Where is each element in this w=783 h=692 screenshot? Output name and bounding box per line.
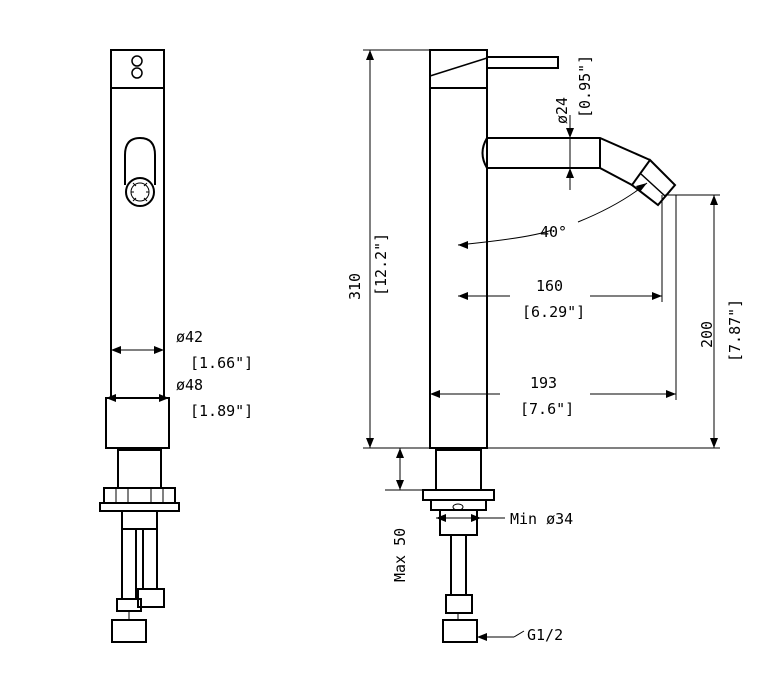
- dim-h310-mm: 310: [346, 273, 364, 300]
- side-spout-join: [481, 137, 488, 169]
- side-hose-nut-lower: [442, 619, 478, 643]
- front-hose-left: [121, 528, 137, 600]
- side-hose: [450, 534, 467, 596]
- dim-d24-in: [0.95"]: [576, 55, 594, 118]
- side-view: 310 [12.2"] ø24 [0.95"] 40° 160 [6.29"] …: [346, 49, 744, 644]
- front-washer: [99, 502, 180, 512]
- dim-w160-in: [6.29"]: [522, 303, 585, 321]
- dim-angle: 40°: [540, 223, 567, 241]
- dim-d48-mm: ø48: [176, 376, 203, 394]
- dim-h200-in: [7.87"]: [726, 299, 744, 362]
- dim-d42-mm: ø42: [176, 328, 203, 346]
- side-shank: [435, 449, 482, 491]
- dim-d48-in: [1.89"]: [190, 402, 253, 420]
- dim-h200-mm: 200: [698, 321, 716, 348]
- front-view: ø42 [1.66"] ø48 [1.89"]: [99, 49, 253, 643]
- side-lower-shank: [439, 509, 478, 536]
- side-spout-bottom: [487, 167, 633, 186]
- front-fixing-nut: [103, 487, 176, 504]
- side-spout-top: [487, 137, 651, 161]
- dim-w160-mm: 160: [536, 277, 563, 295]
- front-lower-shank: [121, 510, 158, 530]
- front-base: [105, 397, 170, 449]
- front-spout: [124, 136, 156, 185]
- side-aerator: [630, 158, 677, 207]
- side-lever: [486, 56, 559, 69]
- side-washer: [430, 499, 487, 511]
- front-aerator: [125, 177, 155, 207]
- front-hose-right: [142, 528, 158, 590]
- dim-w193-mm: 193: [530, 374, 557, 392]
- front-shank: [117, 449, 162, 489]
- angle-arc-left: [457, 229, 553, 246]
- dim-min34: Min ø34: [510, 510, 573, 528]
- indicator-dot-top: [131, 55, 143, 67]
- indicator-dot-bottom: [131, 67, 143, 79]
- dim-d24-mm: ø24: [553, 97, 571, 124]
- dim-h310-in: [12.2"]: [372, 233, 390, 296]
- side-top-cap: [429, 49, 488, 89]
- front-hose-nut-left: [111, 619, 147, 643]
- side-hose-nut-upper: [445, 594, 473, 614]
- dim-max50: Max 50: [391, 528, 409, 582]
- dim-thread: G1/2: [527, 626, 563, 644]
- dim-d42-in: [1.66"]: [190, 354, 253, 372]
- side-fixing-nut: [422, 489, 495, 501]
- dim-w193-in: [7.6"]: [520, 400, 574, 418]
